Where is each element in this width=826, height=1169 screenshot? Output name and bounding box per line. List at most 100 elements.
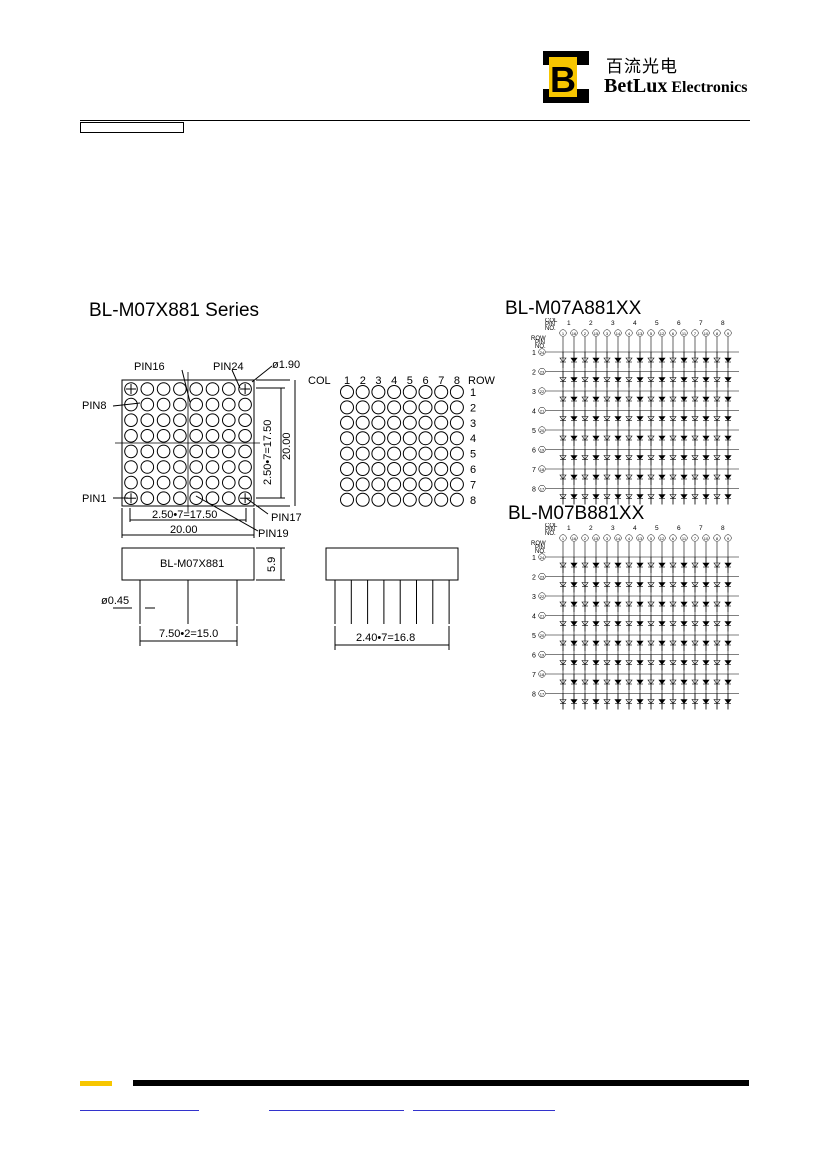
circuit-row-number: 8 <box>532 487 536 494</box>
col-pin-circle <box>724 329 732 337</box>
circuit-header-label: ROW <box>531 541 546 547</box>
col-pin-number: 10 <box>704 536 709 541</box>
front-dot <box>173 475 187 490</box>
top-row-number: 6 <box>470 464 476 476</box>
front-dot <box>124 429 138 443</box>
col-pin-number: 4 <box>628 331 631 336</box>
circuit-col-number: 7 <box>699 320 703 327</box>
col-pin-circle <box>636 534 644 542</box>
end-view-body <box>325 547 459 581</box>
col-pin-number: 2 <box>584 536 587 541</box>
row-pin-circle <box>538 367 546 376</box>
front-dot <box>156 429 171 443</box>
top-row-number: 2 <box>470 402 476 414</box>
col-pin-circle <box>647 329 655 337</box>
col-pin-number: 13 <box>638 331 643 336</box>
front-dot <box>189 413 203 428</box>
col-pin-number: 4 <box>628 536 631 541</box>
circuit-row-number: 6 <box>532 448 536 455</box>
col-pin-number: 14 <box>616 331 621 336</box>
circuit-row-number: 1 <box>532 350 536 357</box>
circuit-col-number: 7 <box>699 525 703 532</box>
col-pin-number: 15 <box>594 536 599 541</box>
circuit-header-label: ROW <box>531 336 546 342</box>
col-pin-circle <box>570 329 578 337</box>
front-dot <box>205 397 220 412</box>
top-dot <box>402 385 417 399</box>
front-dot <box>140 429 155 443</box>
part-label: BL-M07X881 <box>160 558 224 570</box>
pin19-label: PIN19 <box>258 528 289 540</box>
front-dot <box>124 413 138 428</box>
col-pin-number: 8 <box>716 536 719 541</box>
top-dot <box>418 492 433 507</box>
front-dot <box>156 444 171 459</box>
pin-span-label: 7.50•2=15.0 <box>159 628 218 640</box>
col-pin-circle <box>592 534 600 542</box>
top-dot <box>402 446 417 461</box>
col-pin-circle <box>658 329 666 337</box>
front-dot <box>222 382 236 396</box>
front-dot <box>238 382 252 396</box>
col-pin-number: 16 <box>572 536 577 541</box>
col-pin-circle <box>647 534 655 542</box>
col-pin-number: 12 <box>660 331 665 336</box>
footer-link-1[interactable] <box>80 1110 199 1111</box>
circuit-col-number: 1 <box>567 320 571 327</box>
top-dot <box>449 385 464 399</box>
top-dot <box>371 446 386 461</box>
top-dot <box>355 477 370 492</box>
top-dot <box>449 400 464 415</box>
col-pin-number: 7 <box>694 536 697 541</box>
circuit-row-number: 5 <box>532 428 536 435</box>
row-pin-circle <box>538 387 546 395</box>
front-dot <box>222 491 236 506</box>
top-dot <box>340 431 354 446</box>
col-pin-circle <box>592 329 600 337</box>
col-pin-number: 5 <box>650 331 653 336</box>
front-dot <box>140 444 155 459</box>
height-label: 20.00 <box>281 432 293 460</box>
circuit-row-number: 2 <box>532 370 536 377</box>
top-row-number: 4 <box>470 433 476 445</box>
top-col-number: 3 <box>375 375 381 387</box>
top-dot <box>449 415 464 430</box>
front-dot <box>222 444 236 459</box>
row-pin-circle <box>538 445 546 454</box>
top-col-number: 4 <box>391 375 397 387</box>
front-dot <box>156 382 171 396</box>
top-dot <box>449 431 464 446</box>
col-pin-number: 10 <box>704 331 709 336</box>
col-pin-circle <box>603 329 611 337</box>
col-pin-circle <box>669 534 677 542</box>
circuit-col-number: 5 <box>655 320 659 327</box>
footer-link-2[interactable] <box>269 1110 404 1111</box>
thickness-label: 5.9 <box>266 557 278 572</box>
pin17-label: PIN17 <box>271 512 302 524</box>
col-pin-circle <box>691 534 699 542</box>
top-col-number: 7 <box>438 375 444 387</box>
header-box <box>80 122 184 133</box>
circuit-row-number: 3 <box>532 594 536 601</box>
col-pin-number: 8 <box>716 331 719 336</box>
front-dot <box>173 382 187 396</box>
circuit-col-number: 6 <box>677 525 681 532</box>
circuit-row-number: 7 <box>532 467 536 474</box>
footer-link-3[interactable] <box>413 1110 555 1111</box>
circuit-col-number: 2 <box>589 320 593 327</box>
circuit-row-number: 5 <box>532 633 536 640</box>
top-dot <box>387 431 402 446</box>
top-col-number: 2 <box>360 375 366 387</box>
front-dot <box>140 382 155 396</box>
circuit-col-number: 3 <box>611 525 615 532</box>
top-row-number: 7 <box>470 479 476 491</box>
front-dot <box>205 491 220 506</box>
col-pin-circle <box>559 329 567 337</box>
top-dot <box>355 400 370 415</box>
front-dot <box>222 429 236 443</box>
front-dot <box>140 491 155 506</box>
top-dot <box>371 492 386 507</box>
top-dot <box>387 400 402 415</box>
col-pin-number: 6 <box>672 331 675 336</box>
top-dot <box>434 431 449 446</box>
